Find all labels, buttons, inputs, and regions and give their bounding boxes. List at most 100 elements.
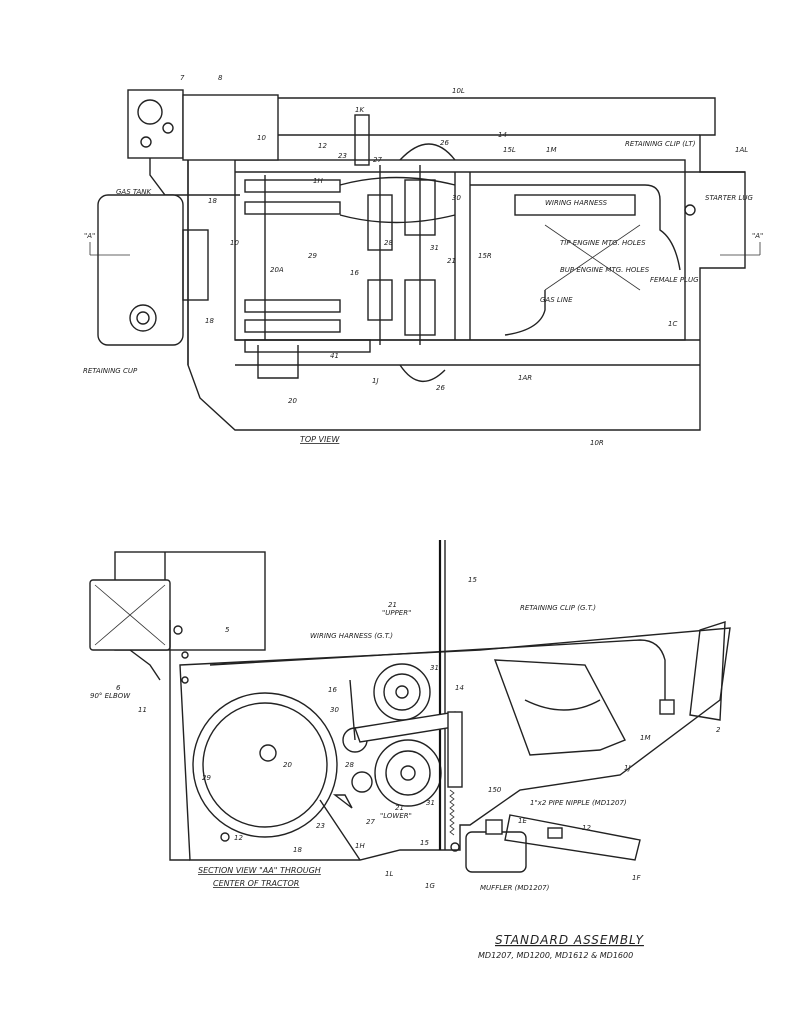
frame-front [169,620,190,861]
rail-41 [244,339,371,353]
gas-tank [97,194,184,346]
label-10l: 10L [452,87,465,95]
label-tip-engine: TIP ENGINE MTG. HOLES [560,239,646,247]
label-1e: 1E [518,817,527,825]
bolt-b [181,676,189,684]
starter-lug-icon [684,204,696,216]
section-marker-left [89,242,130,256]
belt-30 [339,176,456,224]
shroud-1m [493,659,626,756]
arm-14 [447,711,463,788]
label-retaining-cup: RETAINING CUP [83,367,138,375]
shroud-curve [524,699,601,711]
frame-outline [187,97,746,431]
slot-12 [547,827,563,839]
harness-clip [514,194,636,216]
label-10-top: 10 [257,134,266,142]
label-muffler: MUFFLER (MD1207) [480,884,550,892]
label-28: 28 [384,239,393,247]
pulley-26-top [399,143,456,161]
label-female-plug: FEMALE PLUG [650,276,699,284]
label-7: 7 [180,74,185,82]
label-20: 20 [288,397,297,405]
label-14: 14 [455,684,464,692]
label-lower: "LOWER" [380,812,412,820]
label-1g: 1G [425,882,435,890]
label-starter-lug: STARTER LUG [705,194,754,202]
label-5: 5 [225,626,230,634]
drawing-models: MD1207, MD1200, MD1612 & MD1600 [478,951,633,960]
label-21: 21 [447,257,456,265]
label-wiring-harness: WIRING HARNESS [545,199,608,207]
top-view-caption: TOP VIEW [300,435,340,444]
pipe-nipple [485,819,503,835]
label-14: 14 [498,131,507,139]
section-view-labels: 15 21 "UPPER" RETAINING CLIP (G.T.) 5 WI… [90,576,721,892]
pulley-29-hub [259,744,277,762]
label-retaining-clip-lt: RETAINING CLIP (LT) [625,140,696,148]
plate-1f [504,814,641,861]
label-27: 27 [373,156,382,164]
label-29: 29 [202,774,211,782]
section-wiring-harness [209,639,666,700]
mtg-line-2 [544,224,641,291]
pulley-16 [367,279,393,321]
belt-assembly [244,114,471,382]
label-gas-tank: GAS TANK [116,188,153,196]
label-18-top: 18 [208,197,217,205]
label-23: 23 [316,822,325,830]
elbow-fitting [129,649,161,681]
post-1k [354,114,370,166]
label-gas-line: GAS LINE [540,296,573,304]
pulley-26-bottom [399,364,446,382]
tank-bracket [182,229,209,301]
label-26-bottom: 26 [436,384,445,392]
label-23-top: 23 [338,152,347,160]
label-1h-top: 1H [313,177,323,185]
harness-plug [659,699,675,715]
label-20a: 20A [270,266,284,274]
gauge-icon [137,99,163,125]
label-15r: 15R [478,252,492,260]
label-1al: 1AL [735,146,748,154]
label-pipe-nipple: 1"x2 PIPE NIPPLE (MD1207) [530,799,627,807]
control-box-8 [182,94,279,161]
label-1m: 1M [546,146,557,154]
section-marker-right [720,242,761,256]
label-21-lower: 21 [395,804,404,812]
label-31: 31 [430,244,439,252]
pulley-21-lower-inner [385,750,431,796]
label-aa-left: "A" [84,232,95,240]
label-30: 30 [452,194,461,202]
drawing-title: STANDARD ASSEMBLY [495,933,645,947]
pulley-29 [192,692,338,838]
label-30: 30 [330,706,339,714]
label-16: 16 [350,269,359,277]
label-18: 18 [293,846,302,854]
label-aa-right: "A" [752,232,763,240]
bracket-2 [689,621,726,721]
label-31b: 31 [426,799,435,807]
label-1ar: 1AR [518,374,532,382]
bracket-20 [257,345,299,379]
label-31a: 31 [430,664,439,672]
section-caption-line2: CENTER OF TRACTOR [213,879,299,888]
label-41: 41 [330,352,339,360]
control-box-7 [127,89,184,159]
label-1h: 1H [355,842,365,850]
idler-16 [351,771,373,793]
label-1f: 1F [632,874,641,882]
label-21-upper: 21 [388,601,397,609]
pulley-21-lower [374,739,442,807]
label-1c: 1C [668,320,677,328]
label-1m: 1M [640,734,651,742]
cable-7 [149,158,240,196]
label-18b: 18 [205,317,214,325]
muffler [465,831,527,873]
label-retaining-clip-gt: RETAINING CLIP (G.T.) [520,604,596,612]
label-10b: 10 [230,239,239,247]
pulley-21-upper-hub [395,685,409,699]
label-11: 11 [138,706,147,714]
inner-frame [234,159,686,341]
label-16: 16 [328,686,337,694]
